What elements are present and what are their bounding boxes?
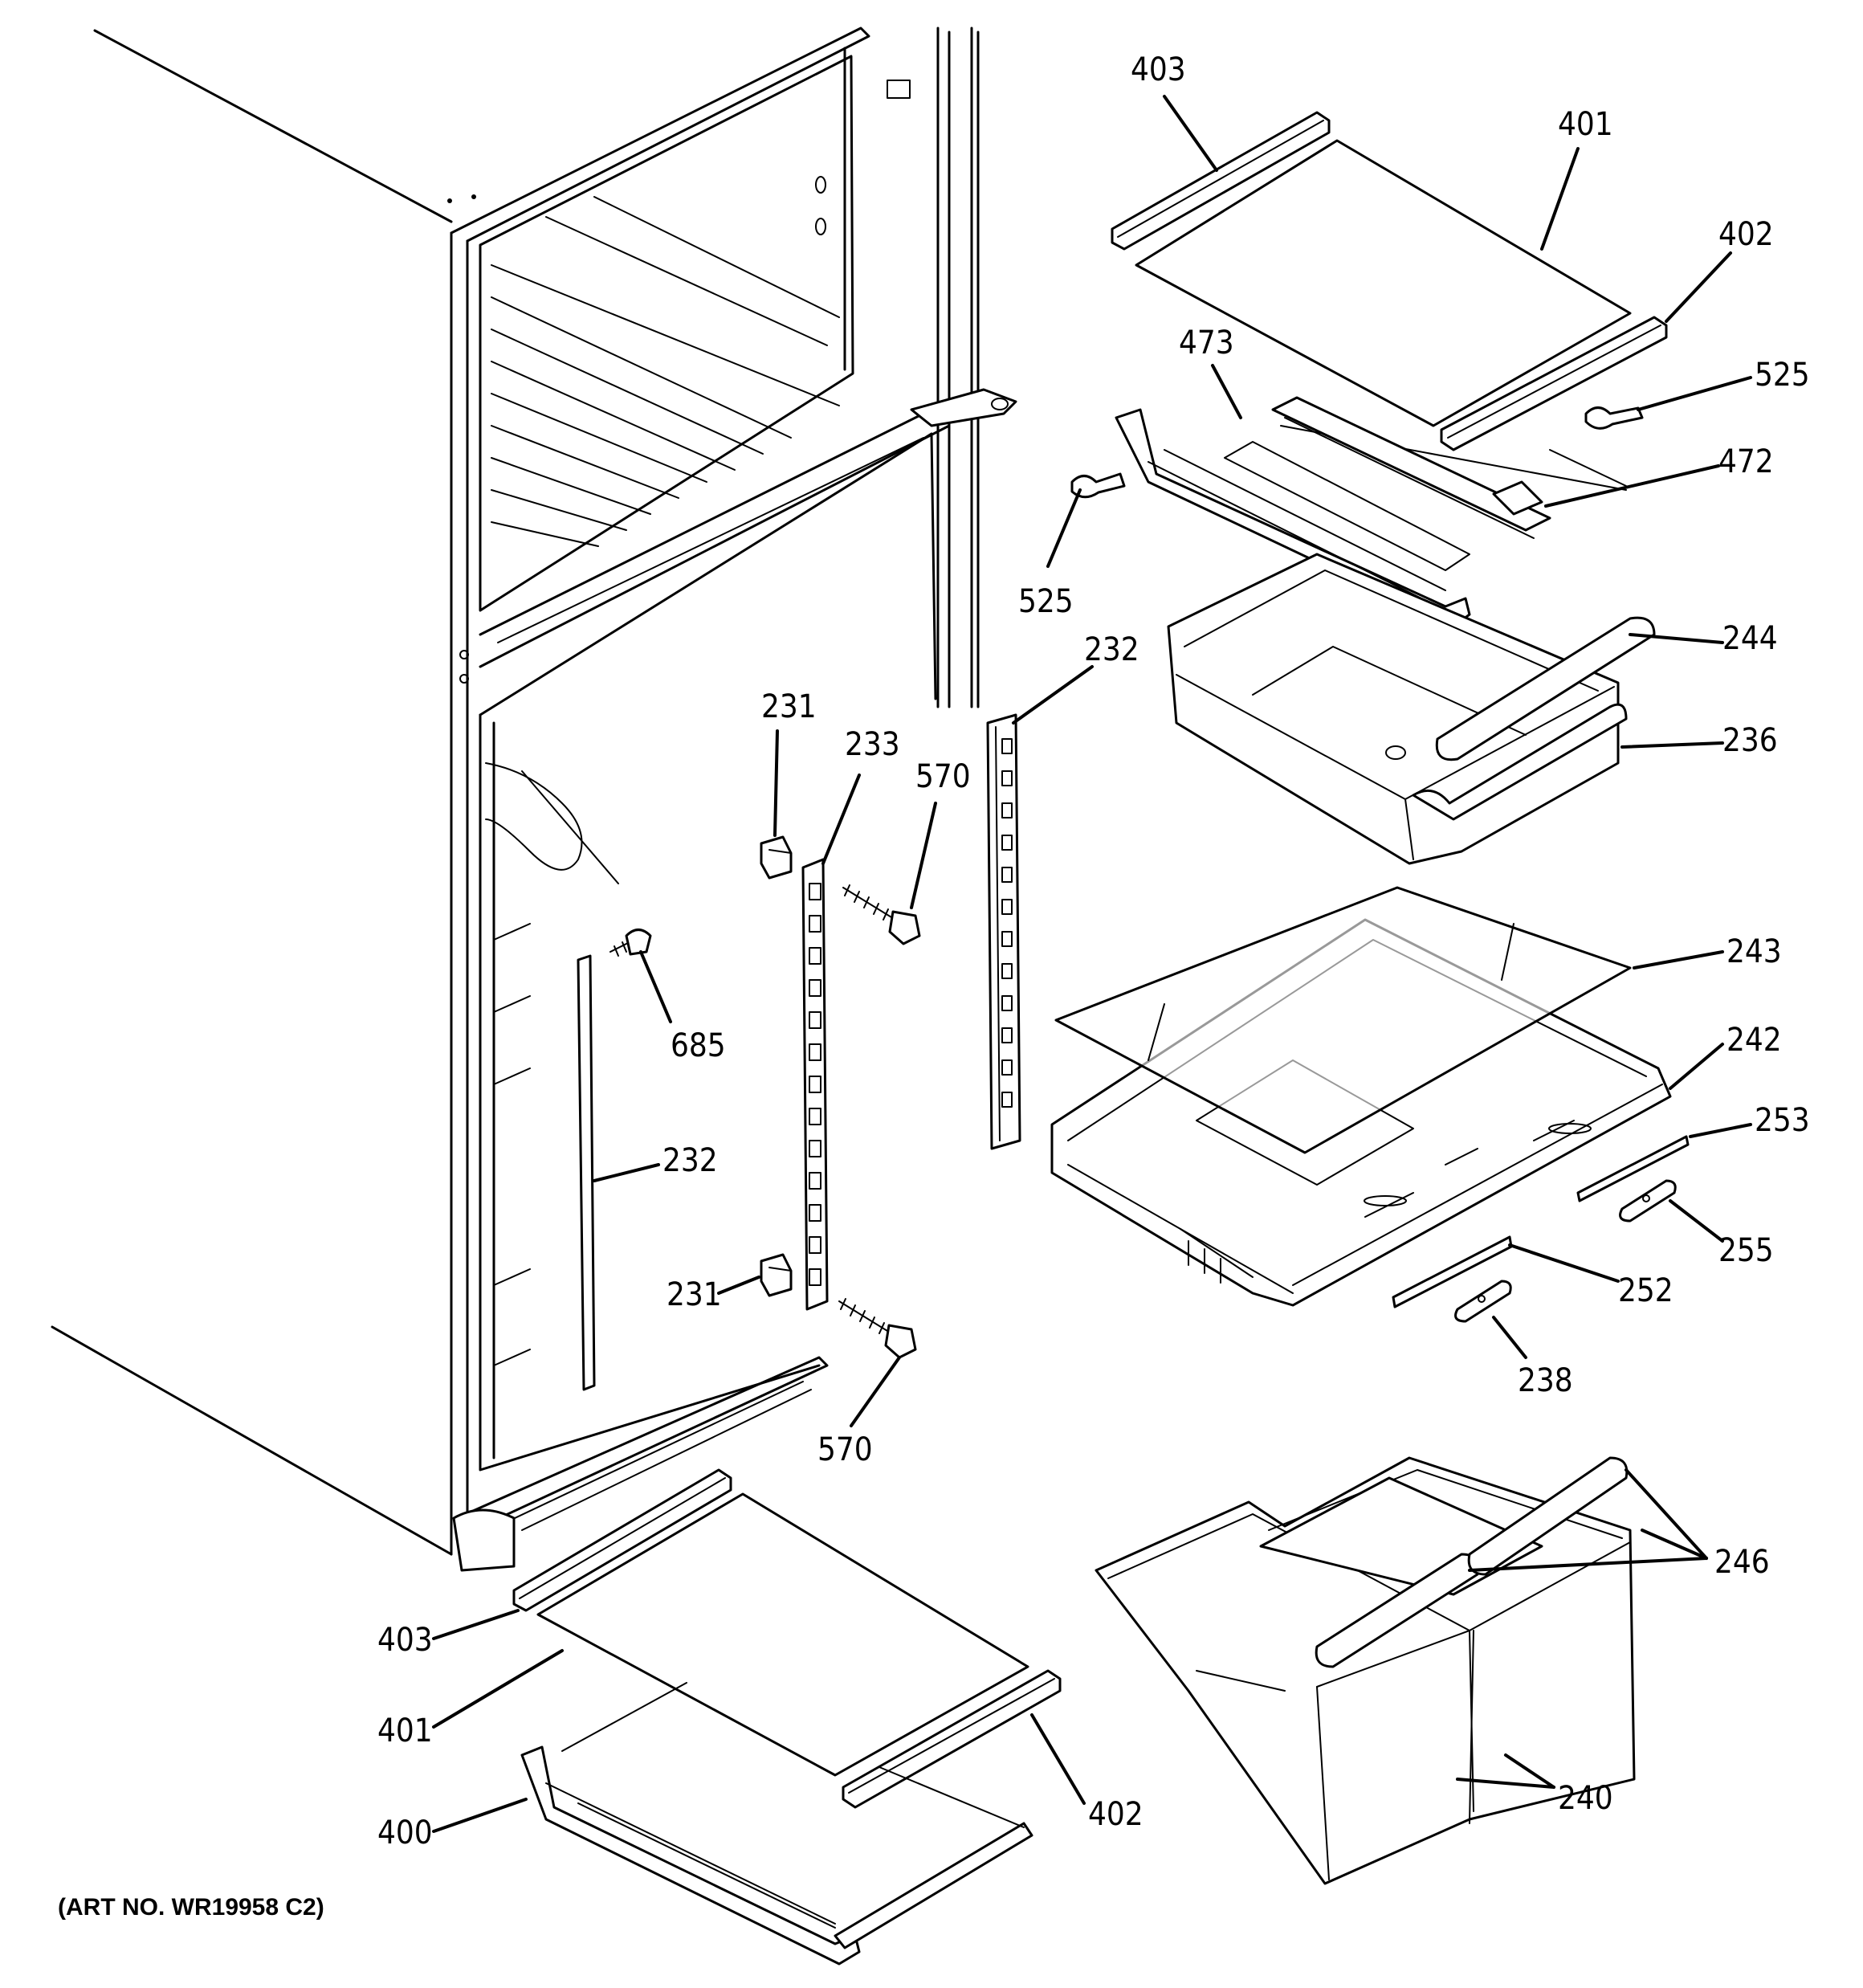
callout-472: 472 <box>1718 443 1774 480</box>
rail-clip-231-top <box>760 835 793 880</box>
callout-253: 253 <box>1755 1102 1810 1139</box>
callout-525-right: 525 <box>1755 357 1810 394</box>
roller-238 <box>1454 1280 1512 1323</box>
callout-238: 238 <box>1518 1362 1573 1399</box>
art-number-caption: (ART NO. WR19958 C2) <box>58 1894 324 1921</box>
pan-236 <box>1167 553 1628 865</box>
callout-233: 233 <box>845 726 900 763</box>
callout-231-top: 231 <box>761 688 817 725</box>
callout-685: 685 <box>671 1027 726 1064</box>
callout-232-left: 232 <box>662 1142 718 1179</box>
callout-473: 473 <box>1179 325 1234 361</box>
callout-leaders <box>432 95 1752 1833</box>
callout-240: 240 <box>1558 1780 1613 1817</box>
callout-403-top: 403 <box>1131 51 1186 88</box>
shelf-rail-232-right <box>986 713 1021 1150</box>
callout-243: 243 <box>1726 933 1782 970</box>
shelf-stud-525-right <box>1584 406 1644 430</box>
callout-231-bottom: 231 <box>667 1276 722 1313</box>
callout-402-top: 402 <box>1718 216 1774 253</box>
pan-cover-244 <box>1435 616 1656 761</box>
shelf-rail-233 <box>801 858 829 1311</box>
callout-401-bottom: 401 <box>377 1712 433 1749</box>
callout-labels: 403 401 402 525 473 472 525 244 236 232 … <box>377 51 1810 1851</box>
screw-570-top <box>842 884 921 945</box>
callout-400: 400 <box>377 1815 433 1851</box>
callout-252: 252 <box>1618 1272 1673 1309</box>
screw-570-bottom <box>838 1298 917 1359</box>
callout-402-bottom: 402 <box>1088 1796 1143 1833</box>
rail-clip-231-bottom <box>760 1253 793 1297</box>
screw-685 <box>609 929 652 957</box>
roller-255 <box>1619 1179 1677 1223</box>
cabinet-drawing <box>51 27 1017 1572</box>
drawer-cover-246-right <box>1467 1456 1629 1576</box>
callout-401-top: 401 <box>1558 106 1613 143</box>
callout-236: 236 <box>1722 722 1778 759</box>
shelf-glass-401-bottom <box>536 1492 1029 1777</box>
callout-244: 244 <box>1722 620 1778 657</box>
callout-246: 246 <box>1714 1544 1770 1581</box>
shelf-glass-401-top <box>1135 139 1632 427</box>
shelf-frame-400 <box>520 1682 1033 1966</box>
shelf-trim-403-top <box>1111 111 1331 251</box>
callout-232-right: 232 <box>1084 631 1139 668</box>
shelf-rail-232-left <box>577 954 596 1391</box>
callout-403-bottom: 403 <box>377 1622 433 1659</box>
callout-570-top: 570 <box>915 758 971 795</box>
shelf-trim-403-bottom <box>512 1468 732 1612</box>
slide-253 <box>1576 1135 1690 1202</box>
callout-242: 242 <box>1726 1022 1782 1059</box>
pan-glass-243 <box>1054 886 1632 1154</box>
callout-255: 255 <box>1718 1232 1774 1269</box>
shelf-trim-402-bottom <box>842 1669 1062 1809</box>
shelf-slide-472 <box>1271 396 1627 539</box>
shelf-trim-402-top <box>1440 316 1668 451</box>
callout-525-left: 525 <box>1018 583 1074 620</box>
callout-570-bottom: 570 <box>817 1431 873 1468</box>
